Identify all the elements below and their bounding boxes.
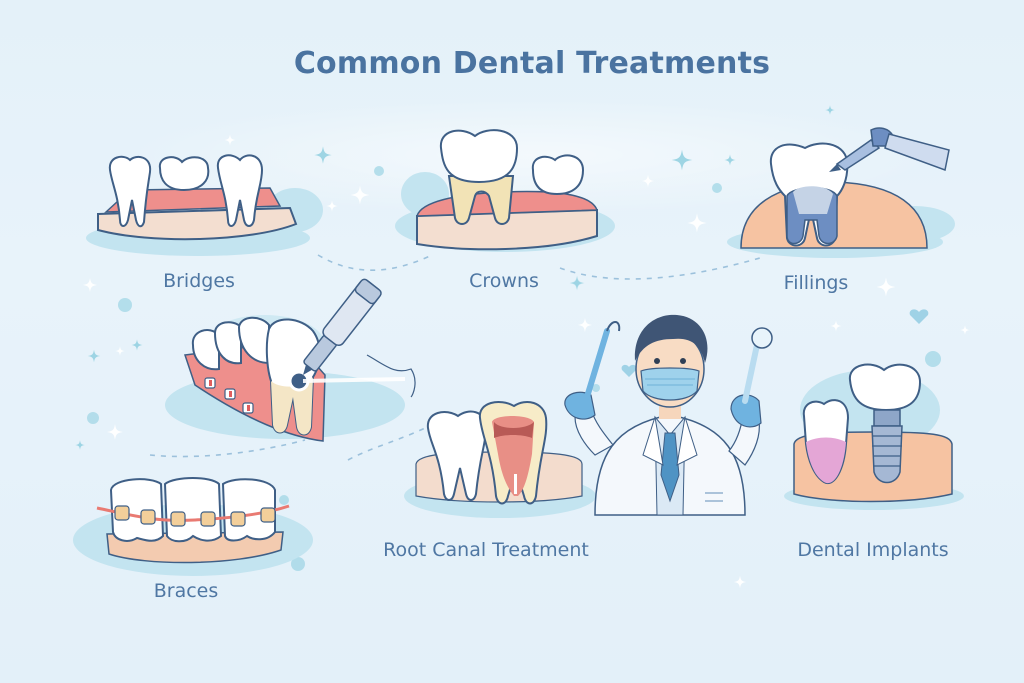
bridges-illustration: [86, 150, 323, 260]
braces-illustration: [73, 470, 315, 580]
dentist-illustration: [555, 305, 785, 516]
page-title: Common Dental Treatments: [293, 46, 771, 81]
label-fillings: Fillings: [783, 272, 849, 294]
label-root-canal: Root Canal Treatment: [383, 539, 589, 561]
crowns-illustration: [395, 126, 615, 256]
dental-implants-illustration: [784, 360, 964, 510]
label-braces: Braces: [153, 580, 219, 602]
label-dental-implants: Dental Implants: [797, 539, 949, 561]
label-bridges: Bridges: [163, 270, 235, 292]
laser-treatment-illustration: [165, 278, 425, 445]
fillings-illustration: [727, 120, 965, 260]
root-canal-illustration: [404, 398, 596, 518]
label-crowns: Crowns: [469, 270, 539, 292]
